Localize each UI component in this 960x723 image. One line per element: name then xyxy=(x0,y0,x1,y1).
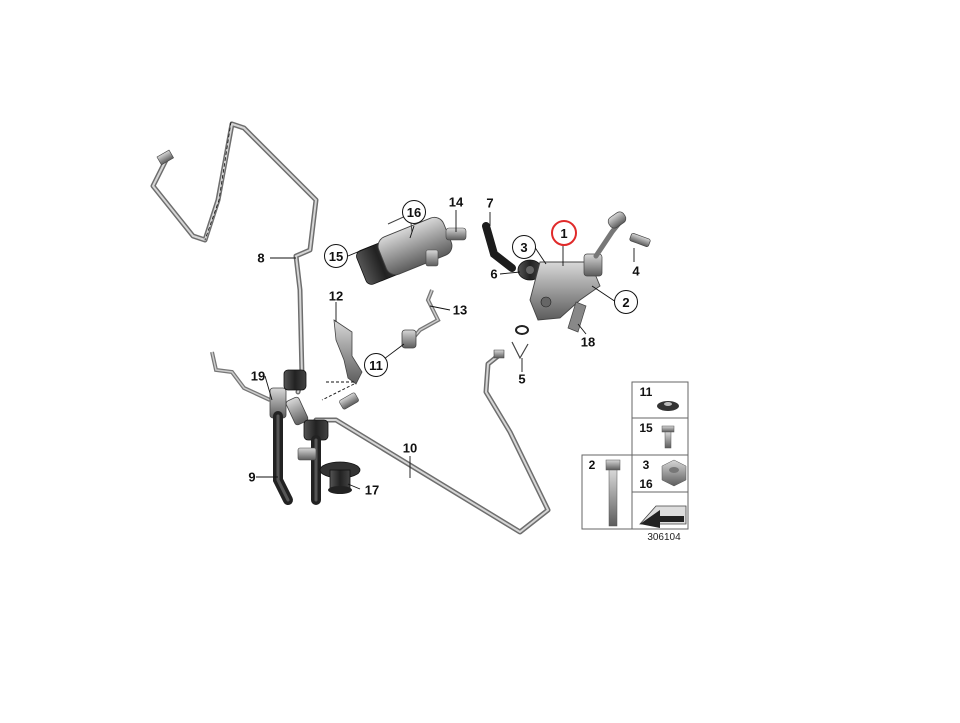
bracket-part-12 xyxy=(333,319,363,385)
callout-8: 8 xyxy=(257,250,265,266)
callout-6: 6 xyxy=(490,266,498,282)
callout-19: 19 xyxy=(250,368,266,384)
callout-18: 18 xyxy=(580,334,596,350)
callout-5: 5 xyxy=(518,371,526,387)
callout-3: 3 xyxy=(512,235,536,259)
callout-9: 9 xyxy=(248,469,256,485)
pipe-part-13 xyxy=(401,289,441,349)
callout-2: 2 xyxy=(614,290,638,314)
callout-12: 12 xyxy=(328,288,344,304)
legend-label-3: 3 xyxy=(642,458,650,472)
callout-10: 10 xyxy=(402,440,418,456)
diagram-reference-number: 306104 xyxy=(647,532,681,543)
pipe-part-10 xyxy=(313,349,551,535)
callout-15: 15 xyxy=(324,244,348,268)
grommet-icon xyxy=(657,401,679,411)
callout-7: 7 xyxy=(486,195,494,211)
hose-part-7 xyxy=(482,222,516,272)
legend-label-16: 16 xyxy=(639,477,653,491)
callout-17: 17 xyxy=(364,482,380,498)
callout-13: 13 xyxy=(452,302,468,318)
slave-cylinder-part-14 xyxy=(356,213,467,285)
pin-part-4 xyxy=(629,233,651,247)
callout-16: 16 xyxy=(402,200,426,224)
legend-label-2: 2 xyxy=(588,458,596,472)
bolt-icon xyxy=(605,459,621,527)
arrow-icon xyxy=(639,505,687,528)
callout-14: 14 xyxy=(448,194,464,210)
hose-part-9 xyxy=(210,351,359,505)
master-cylinder-part-1 xyxy=(529,211,627,321)
nut-icon xyxy=(661,459,687,487)
legend-label-15: 15 xyxy=(639,421,653,435)
callout-1: 1 xyxy=(551,220,577,246)
legend-label-11: 11 xyxy=(639,385,653,399)
pipe-part-8 xyxy=(150,121,319,395)
insert-part-18 xyxy=(567,301,587,333)
screw-icon xyxy=(661,425,675,449)
hardware-legend xyxy=(581,381,689,530)
seal-part-5 xyxy=(511,325,529,360)
grommet-part-17 xyxy=(319,461,361,494)
callout-4: 4 xyxy=(632,263,640,279)
callout-11: 11 xyxy=(364,353,388,377)
